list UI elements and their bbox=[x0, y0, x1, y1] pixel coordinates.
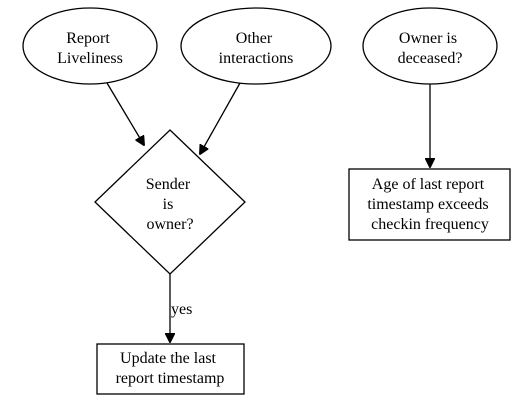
node-label-line: is bbox=[163, 196, 174, 213]
node-label-line: timestamp exceeds bbox=[367, 196, 488, 213]
svg-text:Age of last report times: Age of last report timestamp exceeds che… bbox=[367, 176, 492, 233]
node-label-line: checkin frequency bbox=[371, 216, 489, 233]
node-owner-deceased: Owner is deceased? bbox=[362, 7, 498, 85]
node-sender-is-owner: Sender is owner? bbox=[94, 129, 246, 275]
node-update-timestamp: Update the last report timestamp bbox=[96, 343, 245, 395]
svg-text:Sender is owner?: Sender is owner? bbox=[146, 176, 194, 233]
svg-text:Report Liveliness: Report Liveliness bbox=[57, 30, 123, 67]
node-other-interactions: Other interactions bbox=[180, 7, 332, 85]
edge-label-yes: yes bbox=[171, 301, 192, 318]
node-label-line: Update the last bbox=[120, 350, 217, 367]
edge-report-to-sender bbox=[106, 82, 144, 145]
node-label-line: Other bbox=[236, 30, 273, 47]
node-label-line: owner? bbox=[146, 216, 193, 233]
edge-other-to-sender bbox=[200, 82, 241, 154]
node-report-liveliness: Report Liveliness bbox=[22, 7, 158, 85]
node-label-line: Sender bbox=[146, 176, 191, 193]
node-label-line: report timestamp bbox=[116, 370, 225, 387]
edge-sender-to-update: yes bbox=[170, 274, 192, 342]
svg-text:Owner is deceased?: Owner is deceased? bbox=[398, 30, 463, 67]
node-age-exceeds: Age of last report timestamp exceeds che… bbox=[348, 168, 511, 241]
node-label-line: Age of last report bbox=[372, 176, 485, 193]
node-label-line: Liveliness bbox=[57, 50, 123, 67]
node-label-line: Report bbox=[66, 30, 110, 47]
svg-text:Update the last report t: Update the last report timestamp bbox=[116, 350, 225, 387]
node-label-line: deceased? bbox=[398, 50, 463, 67]
svg-text:Other interactions: Other interactions bbox=[219, 30, 294, 67]
node-label-line: Owner is bbox=[399, 30, 457, 47]
node-label-line: interactions bbox=[219, 50, 294, 67]
